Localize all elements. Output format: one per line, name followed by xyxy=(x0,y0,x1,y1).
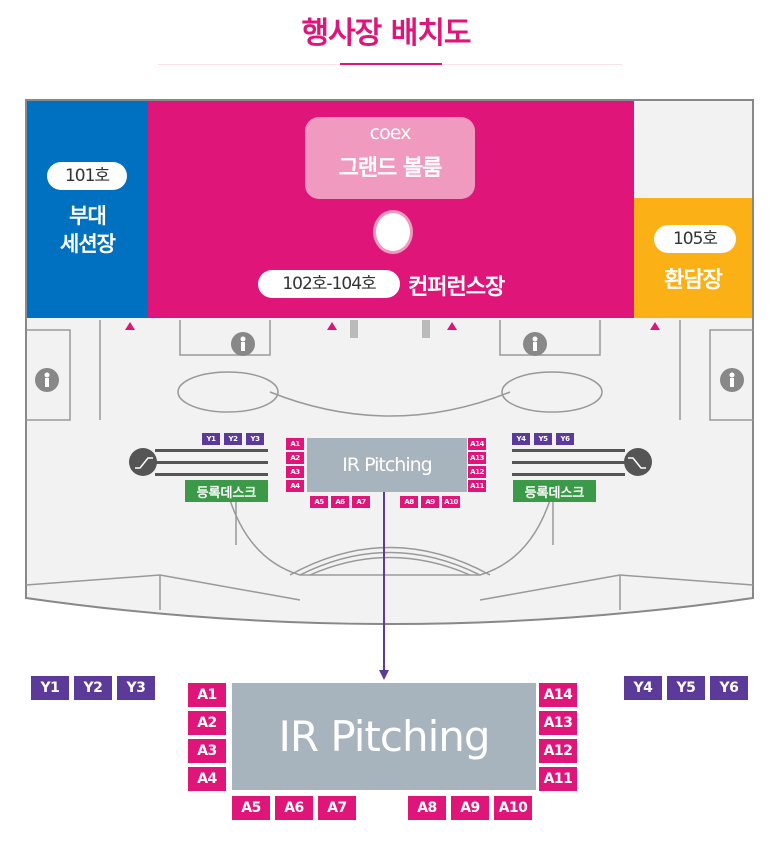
room-102-104-number: 102호-104호 xyxy=(258,270,400,298)
ballroom-callout xyxy=(305,117,475,199)
booth-a11: A11 xyxy=(468,480,486,492)
booth-y4: Y4 xyxy=(624,676,662,700)
booth-y5: Y5 xyxy=(667,676,705,700)
booth-a5: A5 xyxy=(310,496,328,508)
booth-a4: A4 xyxy=(188,767,226,791)
registration-desk-left: 등록데스크 xyxy=(185,480,268,502)
booth-a3: A3 xyxy=(286,466,304,478)
booth-a1: A1 xyxy=(188,683,226,707)
booth-y2: Y2 xyxy=(74,676,112,700)
ballroom-name: 그랜드 볼룸 xyxy=(338,156,443,181)
registration-desk-right: 등록데스크 xyxy=(513,480,596,502)
booth-a6: A6 xyxy=(331,496,349,508)
title-underline xyxy=(340,63,442,65)
booth-a9: A9 xyxy=(421,496,439,508)
booth-a13: A13 xyxy=(468,452,486,464)
booth-a5: A5 xyxy=(232,796,270,820)
room-105-number: 105호 xyxy=(654,225,736,253)
booth-a12: A12 xyxy=(468,466,486,478)
room-101-name-line1: 부대 xyxy=(69,204,107,228)
room-101-number: 101호 xyxy=(47,162,127,190)
booth-a7: A7 xyxy=(318,796,356,820)
booth-y3: Y3 xyxy=(117,676,155,700)
booth-a9: A9 xyxy=(451,796,489,820)
booth-a2: A2 xyxy=(286,452,304,464)
room-101-name-line2: 세션장 xyxy=(60,232,116,256)
booth-a4: A4 xyxy=(286,480,304,492)
booth-y3: Y3 xyxy=(246,433,264,445)
location-pin-icon xyxy=(373,210,413,254)
room-102-104-name: 컨퍼런스장 xyxy=(408,275,505,300)
booth-a8: A8 xyxy=(408,796,446,820)
room-105-name: 환담장 xyxy=(664,268,723,293)
coex-logo: coex xyxy=(369,122,412,144)
booth-y2: Y2 xyxy=(224,433,242,445)
room-105 xyxy=(634,198,752,318)
booth-y1: Y1 xyxy=(202,433,220,445)
ir-pitching-area-small: IR Pitching xyxy=(307,438,467,492)
booth-a12: A12 xyxy=(539,739,577,763)
booth-y5: Y5 xyxy=(534,433,552,445)
booth-a3: A3 xyxy=(188,739,226,763)
booth-a10: A10 xyxy=(442,496,460,508)
booth-a8: A8 xyxy=(400,496,418,508)
booth-y1: Y1 xyxy=(31,676,69,700)
room-101 xyxy=(27,101,148,318)
booth-a7: A7 xyxy=(352,496,370,508)
booth-a10: A10 xyxy=(494,796,532,820)
booth-a14: A14 xyxy=(468,438,486,450)
booth-a1: A1 xyxy=(286,438,304,450)
ir-pitching-area-large: IR Pitching xyxy=(232,683,536,790)
page-title: 행사장 배치도 xyxy=(301,16,471,51)
booth-a6: A6 xyxy=(275,796,313,820)
empty-area xyxy=(634,101,752,198)
booth-y6: Y6 xyxy=(556,433,574,445)
booth-a13: A13 xyxy=(539,711,577,735)
booth-y4: Y4 xyxy=(512,433,530,445)
booth-a11: A11 xyxy=(539,767,577,791)
booth-y6: Y6 xyxy=(710,676,748,700)
booth-a14: A14 xyxy=(539,683,577,707)
booth-a2: A2 xyxy=(188,711,226,735)
